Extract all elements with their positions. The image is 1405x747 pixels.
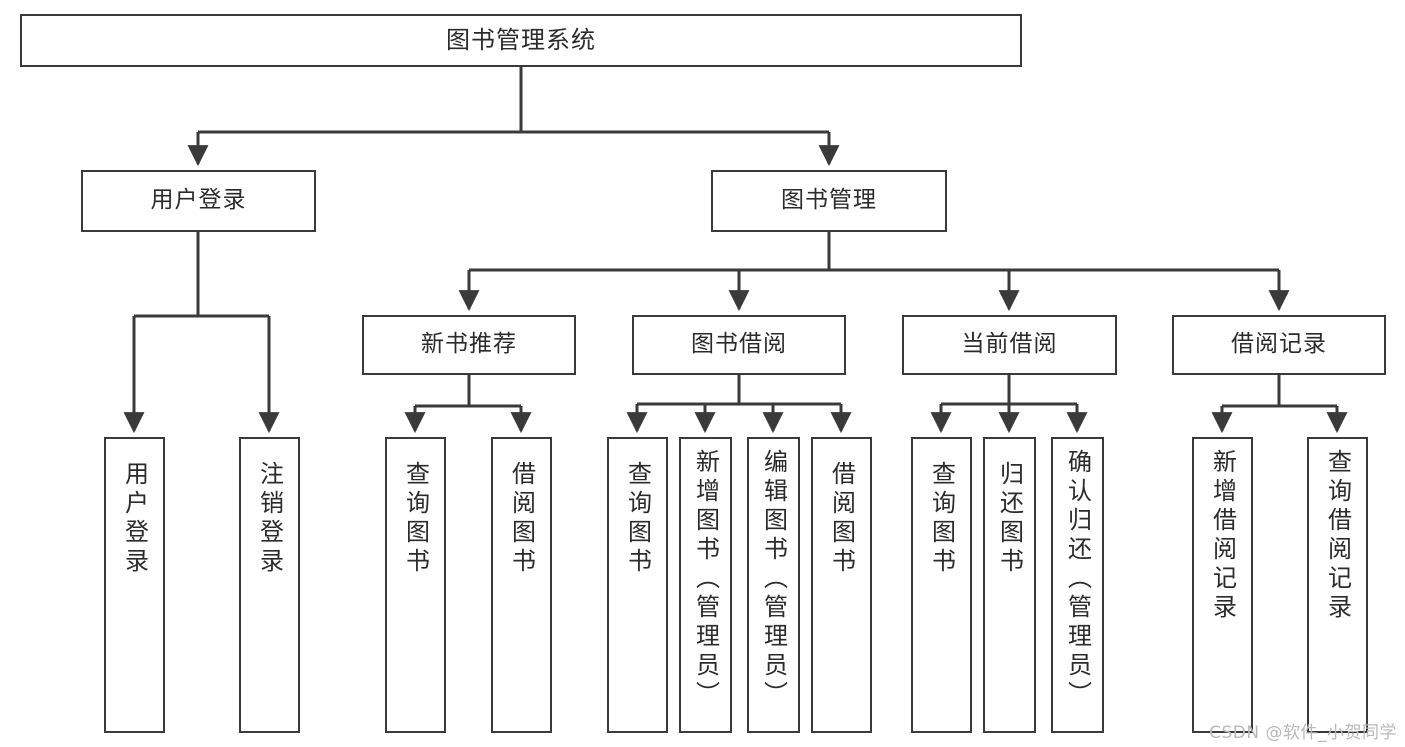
node-book-borrow-label: 图书借阅	[691, 331, 787, 358]
node-user-login[interactable]: 用户登录	[81, 170, 316, 232]
node-leaf-current-query-book[interactable]: 查询图书	[911, 437, 972, 733]
node-leaf-borrow-query-book[interactable]: 查询图书	[607, 437, 668, 733]
node-leaf-user-logout[interactable]: 注销登录	[239, 437, 300, 733]
node-book-manage-label: 图书管理	[781, 187, 877, 214]
node-leaf-recommend-borrow-book[interactable]: 借阅图书	[491, 437, 552, 733]
node-leaf-record-add-label: 新增借阅记录	[1208, 449, 1237, 623]
node-leaf-record-query-label: 查询借阅记录	[1323, 449, 1352, 623]
node-leaf-borrow-edit-book-label: 编辑图书（管理员）	[759, 449, 788, 710]
node-leaf-record-add[interactable]: 新增借阅记录	[1192, 437, 1253, 733]
node-borrow-record-label: 借阅记录	[1231, 331, 1327, 358]
node-root[interactable]: 图书管理系统	[20, 14, 1022, 67]
node-leaf-user-login-label: 用户登录	[120, 461, 149, 577]
node-leaf-borrow-query-book-label: 查询图书	[623, 461, 652, 577]
node-leaf-current-return-book-label: 归还图书	[995, 461, 1024, 577]
node-leaf-recommend-borrow-book-label: 借阅图书	[507, 461, 536, 577]
node-leaf-current-confirm-return[interactable]: 确认归还（管理员）	[1051, 437, 1104, 733]
node-leaf-borrow-add-book[interactable]: 新增图书（管理员）	[679, 437, 732, 733]
node-current-borrow-label: 当前借阅	[961, 331, 1058, 358]
node-leaf-current-confirm-return-label: 确认归还（管理员）	[1063, 449, 1092, 710]
node-current-borrow[interactable]: 当前借阅	[902, 315, 1117, 375]
node-leaf-borrow-edit-book[interactable]: 编辑图书（管理员）	[747, 437, 800, 733]
node-user-login-label: 用户登录	[150, 187, 247, 214]
node-leaf-borrow-lend-book[interactable]: 借阅图书	[811, 437, 872, 733]
node-new-book-recommend[interactable]: 新书推荐	[362, 315, 576, 375]
node-leaf-current-query-book-label: 查询图书	[927, 461, 956, 577]
csdn-watermark: CSDN @软件_小贺同学	[1209, 723, 1397, 743]
node-borrow-record[interactable]: 借阅记录	[1172, 315, 1386, 375]
node-book-manage[interactable]: 图书管理	[711, 170, 947, 232]
node-new-book-recommend-label: 新书推荐	[421, 331, 517, 358]
node-leaf-current-return-book[interactable]: 归还图书	[983, 437, 1036, 733]
node-root-label: 图书管理系统	[446, 26, 596, 55]
node-leaf-borrow-lend-book-label: 借阅图书	[827, 461, 856, 577]
node-leaf-user-logout-label: 注销登录	[255, 461, 284, 577]
node-leaf-record-query[interactable]: 查询借阅记录	[1307, 437, 1368, 733]
node-leaf-user-login[interactable]: 用户登录	[104, 437, 165, 733]
node-leaf-recommend-query-book[interactable]: 查询图书	[385, 437, 446, 733]
node-leaf-borrow-add-book-label: 新增图书（管理员）	[691, 449, 720, 710]
node-leaf-recommend-query-book-label: 查询图书	[401, 461, 430, 577]
node-book-borrow[interactable]: 图书借阅	[632, 315, 846, 375]
